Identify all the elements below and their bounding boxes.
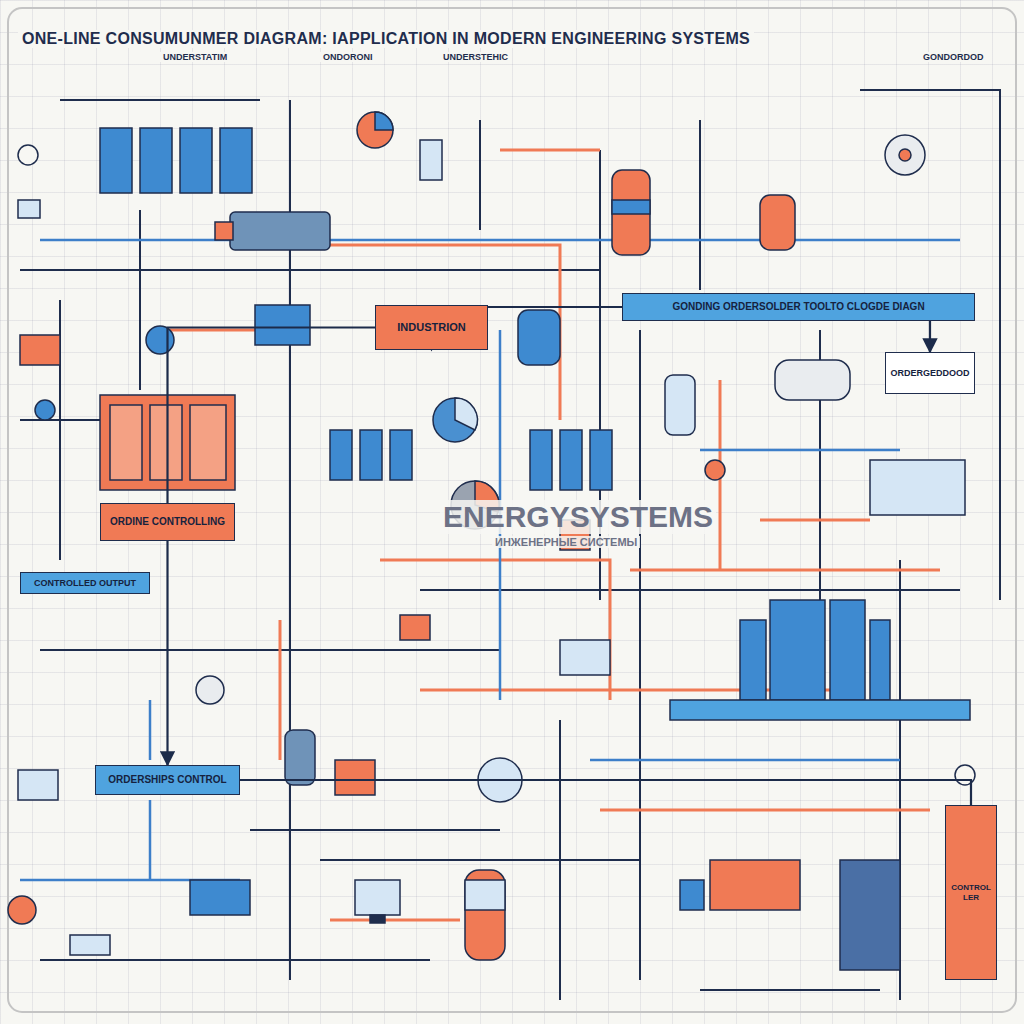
section-label: GONDORDOD <box>920 52 987 62</box>
diagram-title: ONE-LINE CONSUMUNMER DIAGRAM: IAPPLICATI… <box>18 30 754 48</box>
box-label: INDUSTRION <box>397 321 465 334</box>
equipment-box: ORDERGEDDOOD <box>885 352 975 394</box>
section-label: UNDERSTEHIC <box>440 52 511 62</box>
box-label: GONDING ORDERSOLDER TOOLTO CLOGDE DIAGN <box>672 301 924 313</box>
section-label: UNDERSTATIM <box>160 52 230 62</box>
box-label: ORDERSHIPS CONTROL <box>108 774 226 786</box>
section-label: ONDORONI <box>320 52 376 62</box>
feeder-line <box>168 328 376 504</box>
equipment-box: ORDINE CONTROLLING <box>100 503 235 541</box>
equipment-box: INDUSTRION <box>375 305 488 350</box>
box-label: CONTROLLER <box>951 883 991 901</box>
watermark: ENERGYSYSTEMS <box>440 500 716 534</box>
feeder-line <box>929 321 931 352</box>
feeder-line <box>240 780 971 805</box>
box-label: ORDINE CONTROLLING <box>110 516 225 528</box>
feeder-line <box>166 541 168 765</box>
box-label: CONTROLLED OUTPUT <box>34 578 136 588</box>
equipment-box: GONDING ORDERSOLDER TOOLTO CLOGDE DIAGN <box>622 293 975 321</box>
watermark: ИНЖЕНЕРНЫЕ СИСТЕМЫ <box>492 536 640 548</box>
box-label: ORDERGEDDOOD <box>891 368 970 378</box>
equipment-box: CONTROLLER <box>945 805 997 980</box>
equipment-box: ORDERSHIPS CONTROL <box>95 765 240 795</box>
equipment-box: CONTROLLED OUTPUT <box>20 572 150 594</box>
